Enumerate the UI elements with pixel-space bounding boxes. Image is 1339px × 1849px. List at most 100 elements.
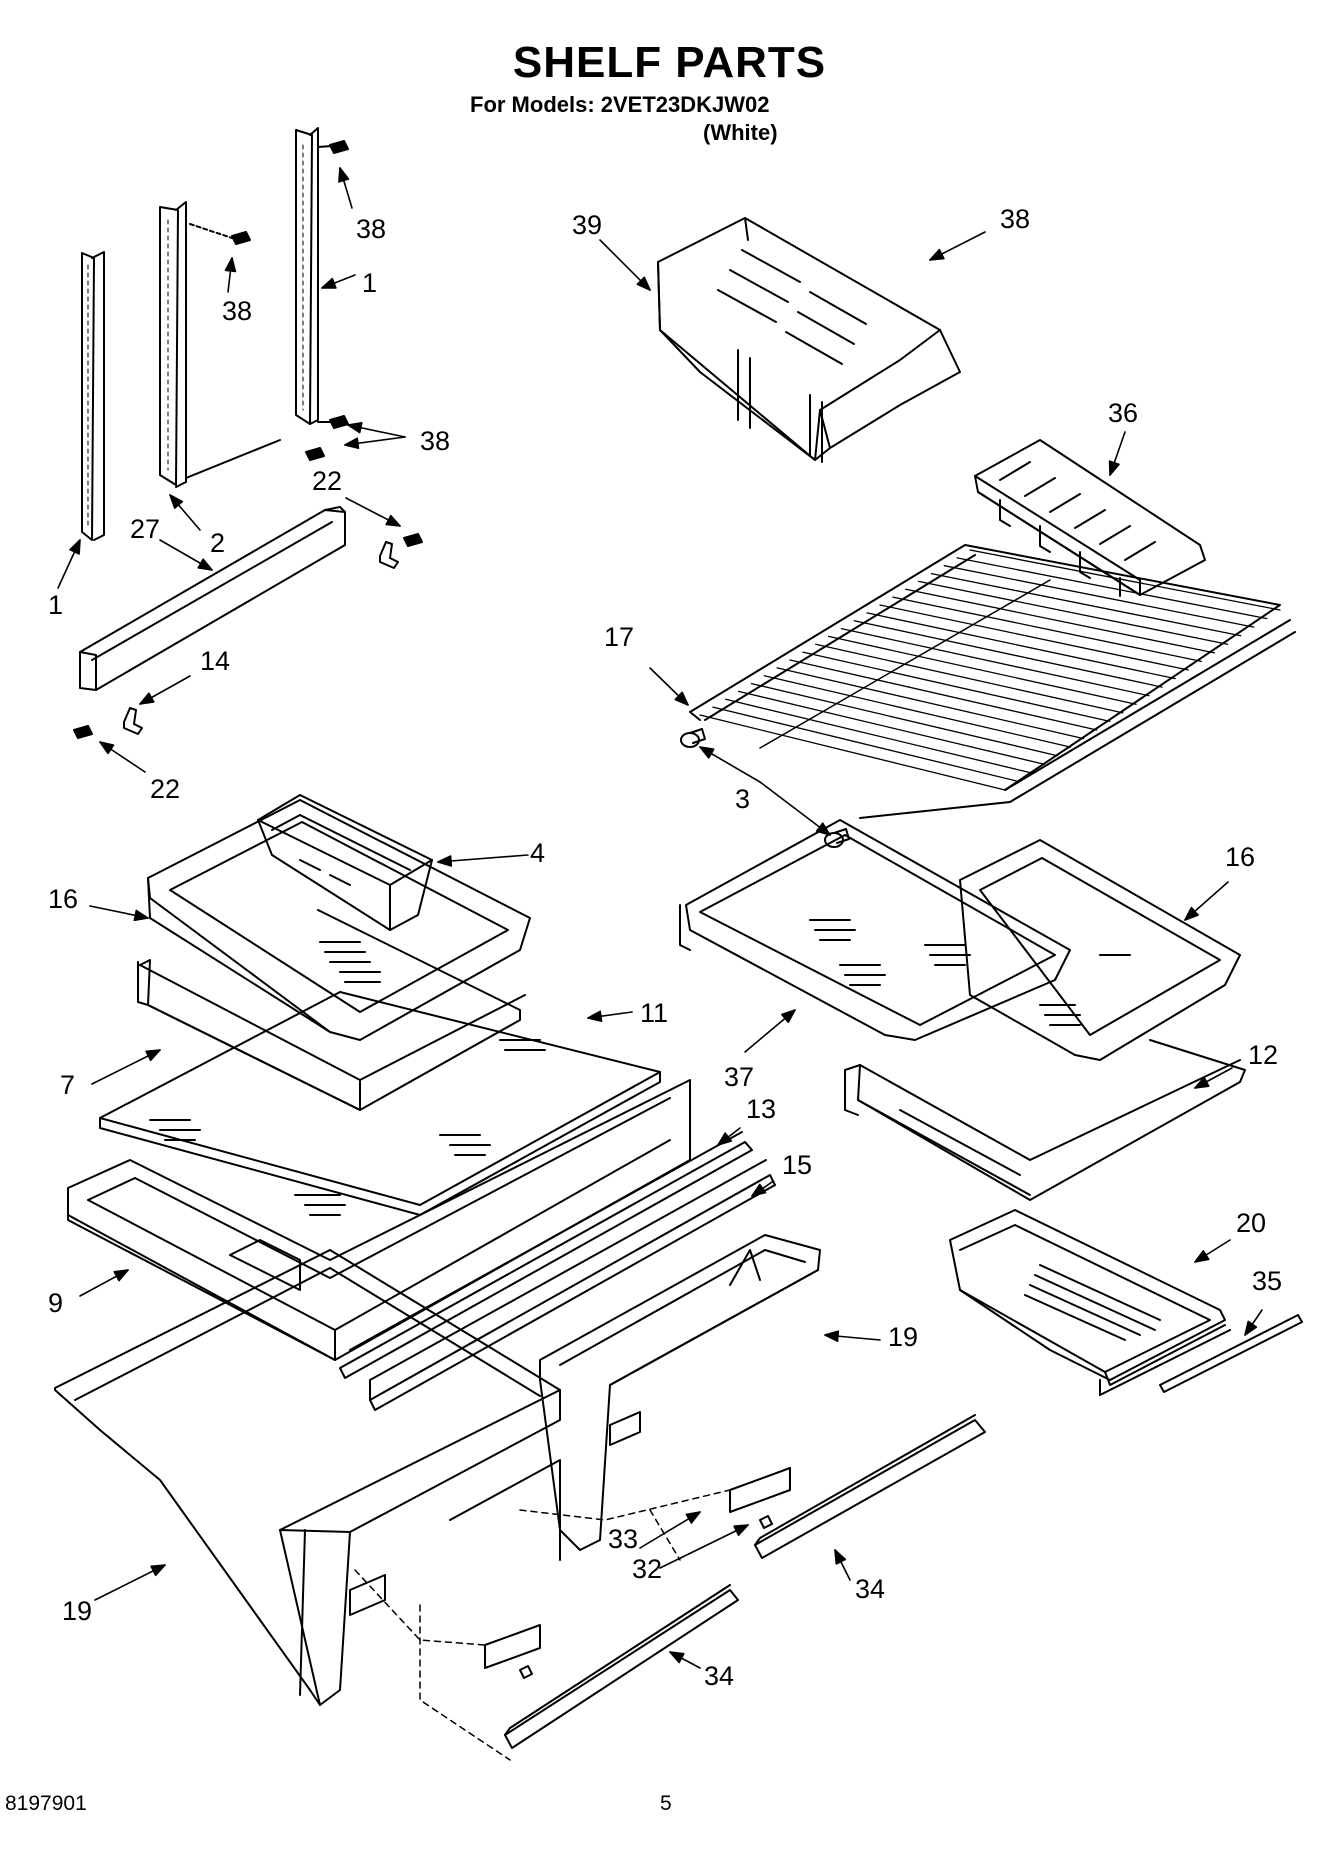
shelf-rail-left — [81, 251, 105, 541]
arrowhead-icon — [169, 494, 184, 509]
screw-icon — [317, 140, 349, 154]
arrowhead-icon — [587, 1010, 603, 1023]
glass-shelf-right-16 — [959, 839, 1241, 1061]
callout-number: 9 — [48, 1288, 63, 1318]
callout-number: 33 — [608, 1524, 638, 1554]
callout-number: 13 — [746, 1094, 776, 1124]
glass-shelf-large — [99, 991, 661, 1216]
callout-number: 37 — [724, 1062, 754, 1092]
arrowhead-icon — [674, 691, 689, 706]
callout-number: 38 — [1000, 204, 1030, 234]
glass-shelf-right-37 — [679, 819, 1071, 1041]
arrowhead-icon — [437, 855, 453, 867]
drawer-clip — [484, 1467, 791, 1679]
callout-number: 19 — [888, 1322, 918, 1352]
deli-drawer — [949, 1209, 1231, 1396]
arrowhead-icon — [1194, 1250, 1210, 1263]
callout-number: 38 — [222, 296, 252, 326]
arrowhead-icon — [685, 1511, 701, 1524]
arrowhead-icon — [1194, 1076, 1210, 1089]
arrowhead-icon — [145, 1049, 161, 1062]
shelf-support-pin — [680, 728, 706, 748]
callout-number: 2 — [210, 528, 225, 558]
callout-number: 4 — [530, 838, 545, 868]
crisper-drawer-left — [54, 1249, 561, 1706]
cover-trim-rear — [369, 1159, 776, 1411]
arrowhead-icon — [197, 558, 213, 571]
callout-number: 1 — [48, 590, 63, 620]
arrowhead-icon — [824, 1330, 840, 1342]
arrowhead-icon — [780, 1009, 796, 1024]
page-title: SHELF PARTS — [512, 38, 827, 87]
document-number: 8197901 — [5, 1792, 87, 1815]
callout-number: 39 — [572, 210, 602, 240]
model-color: (White) — [703, 120, 778, 145]
model-number-line: For Models: 2VET23DKJW02 — [470, 92, 770, 117]
shelf-rail-right — [295, 127, 319, 425]
drawer-rail — [504, 1414, 986, 1749]
arrowhead-icon — [1184, 906, 1199, 921]
callout-number: 22 — [312, 466, 342, 496]
arrowhead-icon — [69, 539, 81, 555]
shelf-support-pin — [824, 828, 850, 848]
screw-icon — [403, 533, 423, 547]
arrowhead-icon — [150, 1564, 166, 1577]
arrowhead-icon — [717, 1132, 733, 1146]
arrowhead-icon — [385, 514, 401, 527]
crisper-drawer-right — [539, 1234, 821, 1551]
callout-number: 36 — [1108, 398, 1138, 428]
screw-icon — [73, 725, 93, 739]
arrowhead-icon — [321, 277, 337, 289]
bracket-clip — [123, 541, 399, 735]
wire-shelf — [689, 544, 1296, 819]
callout-number: 14 — [200, 646, 230, 676]
callout-number: 34 — [704, 1661, 734, 1691]
arrowhead-icon — [347, 421, 363, 434]
crisper-cover-frame — [67, 1079, 691, 1361]
callout-number: 27 — [130, 514, 160, 544]
cover-trim-front — [339, 1131, 753, 1379]
arrowhead-icon — [669, 1651, 685, 1664]
ice-bin — [657, 217, 961, 463]
arrowhead-icon — [113, 1269, 129, 1282]
callout-number: 38 — [356, 214, 386, 244]
screw-icon — [317, 415, 349, 429]
arrowhead-icon — [344, 437, 360, 450]
callout-number: 34 — [855, 1574, 885, 1604]
callout-number: 19 — [62, 1596, 92, 1626]
arrowhead-icon — [133, 909, 149, 922]
callout-number: 20 — [1236, 1208, 1266, 1238]
arrowhead-icon — [733, 1524, 749, 1536]
drawer-trim — [1159, 1314, 1303, 1393]
arrowhead-icon — [699, 746, 715, 759]
arrowhead-icon — [139, 692, 155, 705]
arrowhead-icon — [338, 167, 350, 183]
arrowhead-icon — [636, 276, 651, 291]
arrowhead-icon — [815, 822, 831, 836]
callout-number: 15 — [782, 1150, 812, 1180]
callout-number: 17 — [604, 622, 634, 652]
alignment-lines — [354, 1489, 731, 1761]
callout-number: 3 — [735, 784, 750, 814]
callout-number: 22 — [150, 774, 180, 804]
shelf-rail-center — [159, 201, 187, 488]
callout-number: 7 — [60, 1070, 75, 1100]
callout-number: 38 — [420, 426, 450, 456]
storage-bin-small — [257, 794, 433, 931]
callout-number: 1 — [362, 268, 377, 298]
screw-icon — [189, 223, 251, 245]
callout-number: 32 — [632, 1554, 662, 1584]
callout-number: 11 — [640, 998, 668, 1028]
arrowhead-icon — [1108, 460, 1120, 476]
arrowhead-icon — [751, 1183, 767, 1197]
rail-support-bracket — [79, 506, 346, 691]
leader-arrows — [57, 167, 1263, 1669]
arrowhead-icon — [834, 1549, 847, 1565]
ice-tray — [974, 439, 1206, 597]
callout-number: 16 — [1225, 842, 1255, 872]
arrowhead-icon — [929, 248, 945, 261]
shelf-frame — [137, 909, 526, 1111]
